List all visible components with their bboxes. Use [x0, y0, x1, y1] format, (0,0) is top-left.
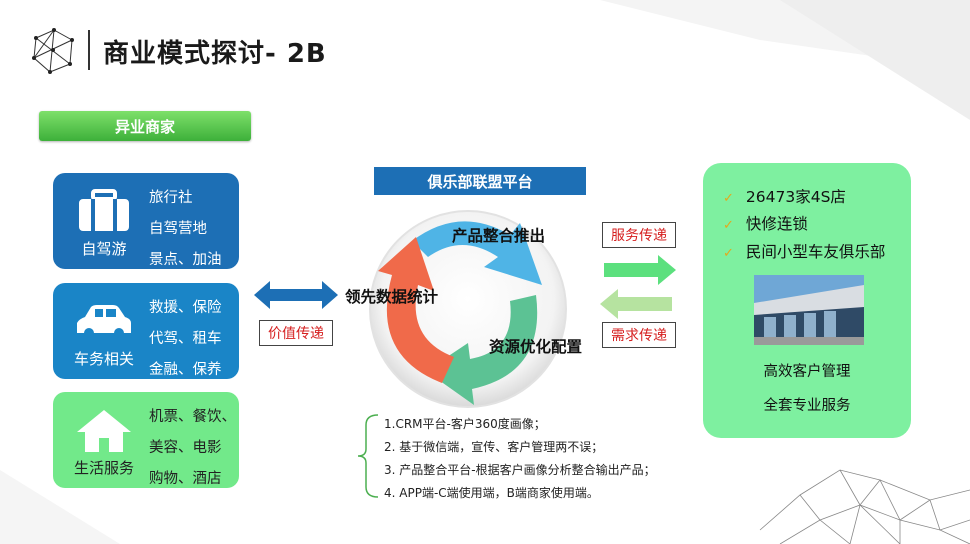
cycle-diagram — [369, 210, 567, 408]
note-item: 4. APP端-C端使用端，B端商家使用端。 — [384, 486, 599, 500]
cycle-arrow-red — [378, 237, 454, 383]
category-car-service: 车务相关 救援、保险 代驾、租车 金融、保养 — [53, 283, 239, 379]
note-item: 2. 基于微信端，宣传、客户管理两不误； — [384, 440, 604, 454]
category-item: 救援、保险 — [149, 300, 222, 316]
partner-item: ✓ 26473家4S店 — [723, 185, 846, 207]
dealership-photo — [754, 275, 864, 345]
house-icon — [77, 410, 131, 452]
cross-business-label: 异业商家 — [39, 111, 251, 141]
cycle-arrow-green — [426, 295, 538, 405]
category-items: 救援、保险 代驾、租车 金融、保养 — [149, 293, 222, 386]
page-title: 商业模式探讨- 2B — [103, 39, 327, 69]
partner-footer-line: 高效客户管理 — [763, 364, 851, 380]
cycle-arrow-blue — [412, 221, 542, 285]
category-item: 美容、电影 — [149, 440, 222, 456]
category-item: 旅行社 — [149, 190, 193, 206]
category-items: 旅行社 自驾营地 景点、加油 — [149, 183, 222, 276]
title-divider — [88, 30, 90, 70]
value-tag: 价值传递 — [259, 320, 333, 346]
notes-list: 1.CRM平台-客户360度画像； 2. 基于微信端，宣传、客户管理两不误； 3… — [384, 413, 656, 505]
category-item: 代驾、租车 — [149, 331, 222, 347]
category-self-drive: 自驾游 旅行社 自驾营地 景点、加油 — [53, 173, 239, 269]
right-arrow-icon — [604, 255, 676, 285]
category-label: 生活服务 — [73, 459, 134, 477]
logo-icon — [32, 28, 74, 74]
partner-item: ✓ 快修连锁 — [723, 212, 808, 234]
category-label: 自驾游 — [81, 240, 127, 258]
partner-item-text: 民间小型车友俱乐部 — [745, 243, 886, 261]
category-item: 自驾营地 — [149, 221, 207, 237]
category-items: 机票、餐饮、 美容、电影 购物、酒店 — [149, 402, 236, 495]
category-item: 景点、加油 — [149, 252, 222, 268]
check-icon: ✓ — [723, 246, 734, 261]
car-icon — [77, 305, 131, 338]
check-icon: ✓ — [723, 191, 734, 206]
brace-icon — [357, 414, 379, 498]
platform-label: 俱乐部联盟平台 — [374, 167, 586, 195]
partner-item-text: 快修连锁 — [745, 215, 808, 233]
cycle-label-right: 资源优化配置 — [489, 338, 583, 356]
demand-tag: 需求传递 — [602, 322, 676, 348]
check-icon: ✓ — [723, 218, 734, 233]
note-item: 3. 产品整合平台-根据客户画像分析整合输出产品； — [384, 463, 656, 477]
partner-item: ✓ 民间小型车友俱乐部 — [723, 240, 885, 262]
cycle-label-top: 产品整合推出 — [452, 227, 546, 245]
partner-footer-line: 全套专业服务 — [763, 398, 851, 414]
category-item: 购物、酒店 — [149, 471, 222, 487]
category-item: 机票、餐饮、 — [149, 409, 236, 425]
note-item: 1.CRM平台-客户360度画像； — [384, 417, 546, 431]
category-label: 车务相关 — [73, 350, 134, 368]
category-life-service: 生活服务 机票、餐饮、 美容、电影 购物、酒店 — [53, 392, 239, 488]
service-tag: 服务传递 — [602, 222, 676, 248]
luggage-icon — [79, 189, 129, 231]
partner-item-text: 26473家4S店 — [745, 188, 846, 206]
category-item: 金融、保养 — [149, 362, 222, 378]
left-arrow-icon — [600, 289, 672, 319]
cycle-label-left: 领先数据统计 — [345, 288, 439, 306]
mesh-decoration — [759, 469, 970, 544]
double-arrow-icon — [254, 281, 338, 309]
